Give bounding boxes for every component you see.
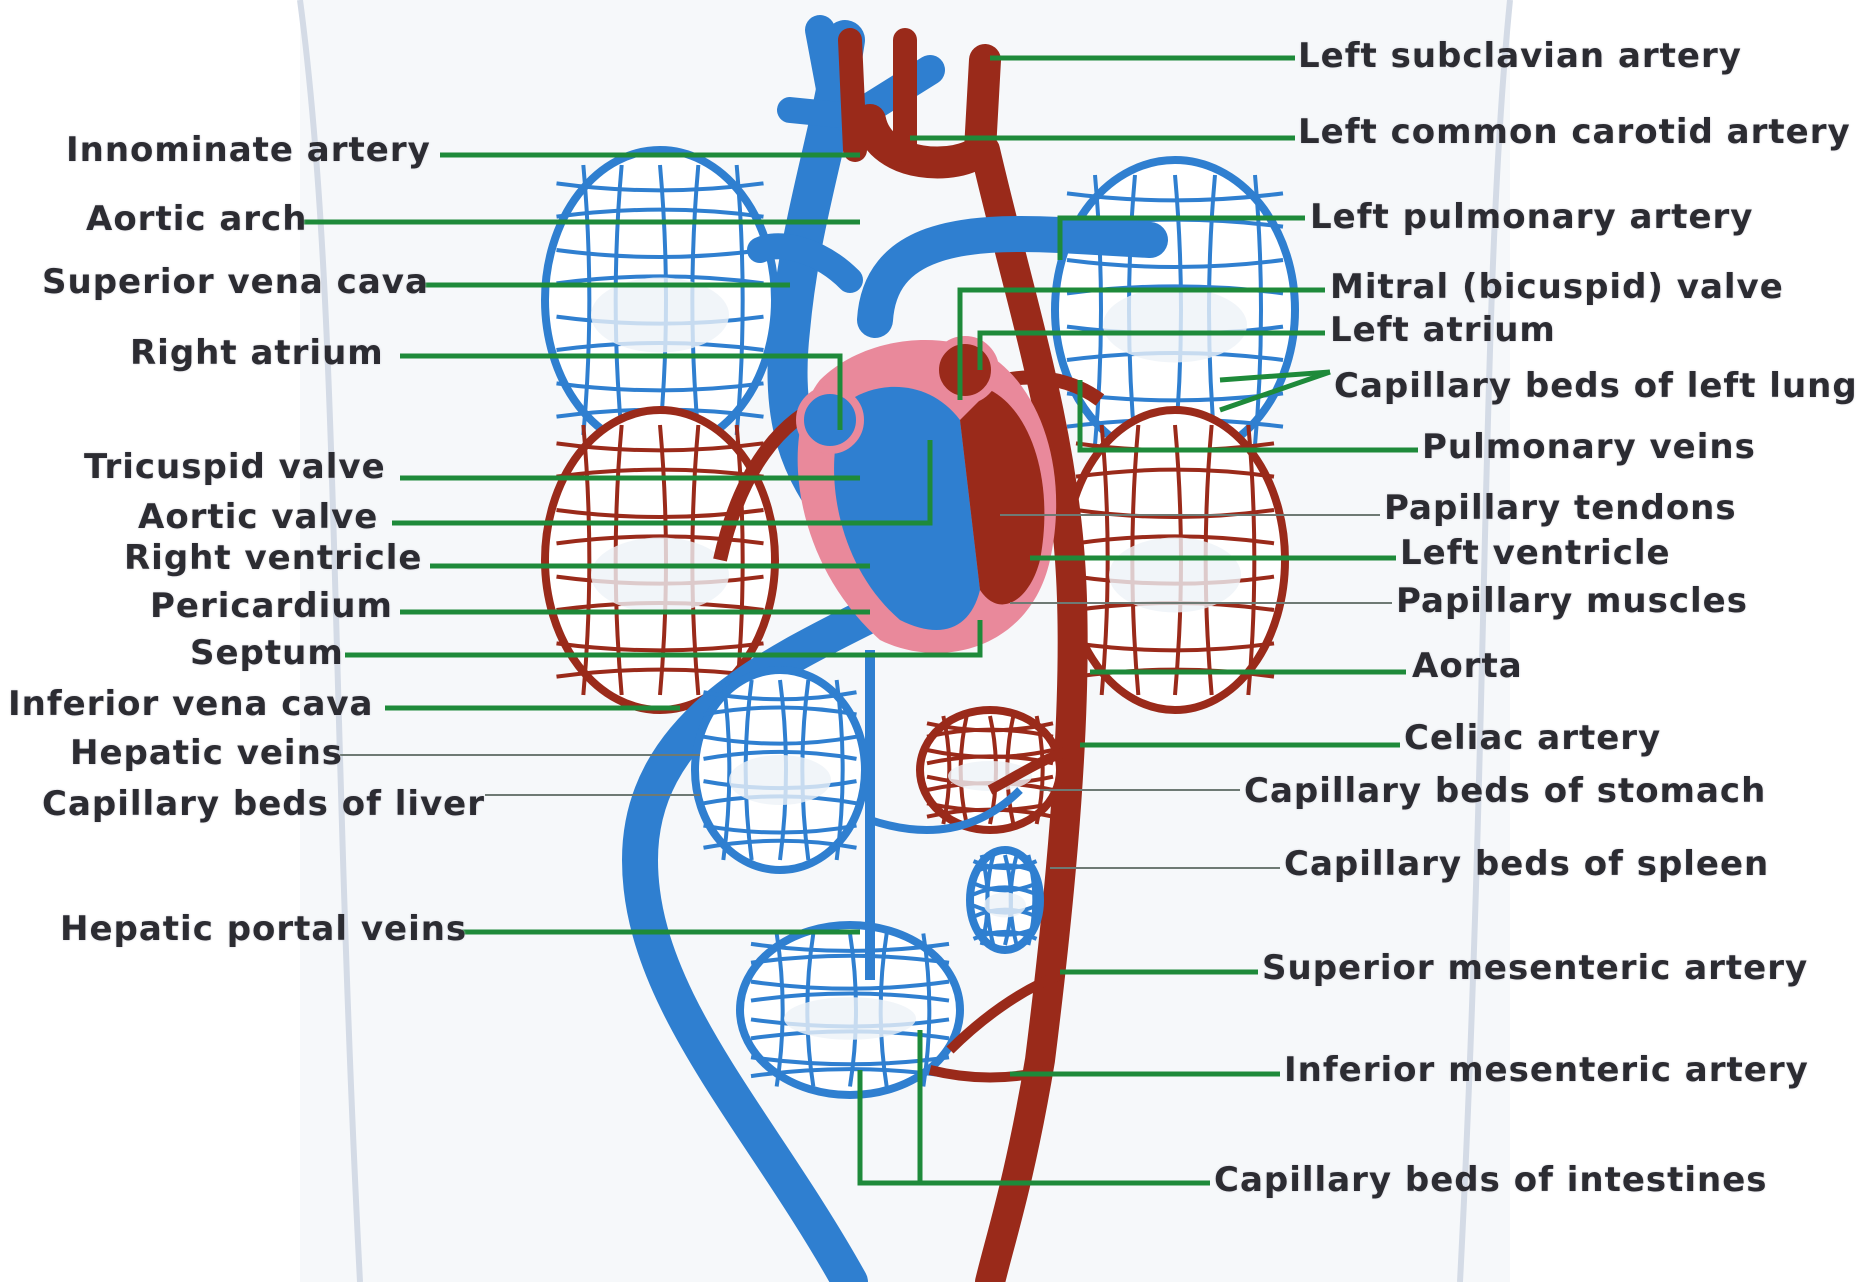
label-hepatic-veins: Hepatic veins (70, 733, 343, 773)
label-left-subclavian-artery: Left subclavian artery (1298, 36, 1742, 76)
label-capillary-beds-of-liver: Capillary beds of liver (42, 784, 485, 824)
spleen-capillary-beds-capillary-core (984, 893, 1026, 918)
label-left-pulmonary-artery: Left pulmonary artery (1310, 197, 1753, 237)
liver-capillary-beds (695, 670, 865, 870)
left-lung-upper-capillary-core (1103, 288, 1247, 363)
label-inferior-mesenteric-artery: Inferior mesenteric artery (1284, 1050, 1809, 1090)
liver-capillary-beds-capillary-core (729, 755, 831, 805)
label-pulmonary-veins: Pulmonary veins (1422, 427, 1756, 467)
label-capillary-beds-of-stomach: Capillary beds of stomach (1244, 771, 1766, 811)
right-lung-upper-capillary-core (591, 278, 729, 353)
label-aortic-valve: Aortic valve (138, 497, 378, 537)
label-septum: Septum (190, 633, 344, 673)
label-aorta: Aorta (1412, 646, 1523, 686)
label-hepatic-portal-veins: Hepatic portal veins (60, 909, 467, 949)
innominate-vessel (850, 40, 855, 150)
label-tricuspid-valve: Tricuspid valve (84, 447, 386, 487)
label-mitral-valve: Mitral (bicuspid) valve (1330, 267, 1784, 307)
label-left-atrium: Left atrium (1330, 310, 1556, 350)
label-innominate-artery: Innominate artery (66, 130, 431, 170)
right-lung-upper (545, 150, 775, 450)
label-left-ventricle: Left ventricle (1400, 533, 1671, 573)
label-celiac-artery: Celiac artery (1404, 718, 1661, 758)
label-inferior-vena-cava: Inferior vena cava (8, 684, 374, 724)
label-right-ventricle: Right ventricle (124, 538, 422, 578)
label-capillary-beds-of-intestines: Capillary beds of intestines (1214, 1160, 1768, 1200)
label-right-atrium: Right atrium (130, 333, 384, 373)
spleen-capillary-beds (970, 850, 1040, 950)
label-left-common-carotid-artery: Left common carotid artery (1298, 112, 1851, 152)
label-capillary-beds-of-left-lung: Capillary beds of left lung (1334, 366, 1858, 406)
label-pericardium: Pericardium (150, 586, 393, 626)
intestine-capillary-beds (740, 925, 960, 1095)
left-lung-lower-capillary-core (1109, 538, 1241, 613)
brachiocephalic-vein-3 (790, 110, 840, 115)
label-aortic-arch: Aortic arch (86, 199, 307, 239)
label-papillary-tendons: Papillary tendons (1384, 488, 1737, 528)
label-capillary-beds-of-spleen: Capillary beds of spleen (1284, 844, 1769, 884)
label-superior-vena-cava: Superior vena cava (42, 262, 429, 302)
intestine-capillary-beds-capillary-core (784, 997, 916, 1040)
label-superior-mesenteric-artery: Superior mesenteric artery (1262, 948, 1808, 988)
label-papillary-muscles: Papillary muscles (1396, 581, 1748, 621)
right-lung-lower (545, 410, 775, 710)
brachiocephalic-vein-1 (820, 30, 835, 110)
right-atrium-chamber (800, 390, 860, 450)
right-lung-lower-capillary-core (591, 538, 729, 613)
left-atrium-chamber (935, 340, 995, 400)
